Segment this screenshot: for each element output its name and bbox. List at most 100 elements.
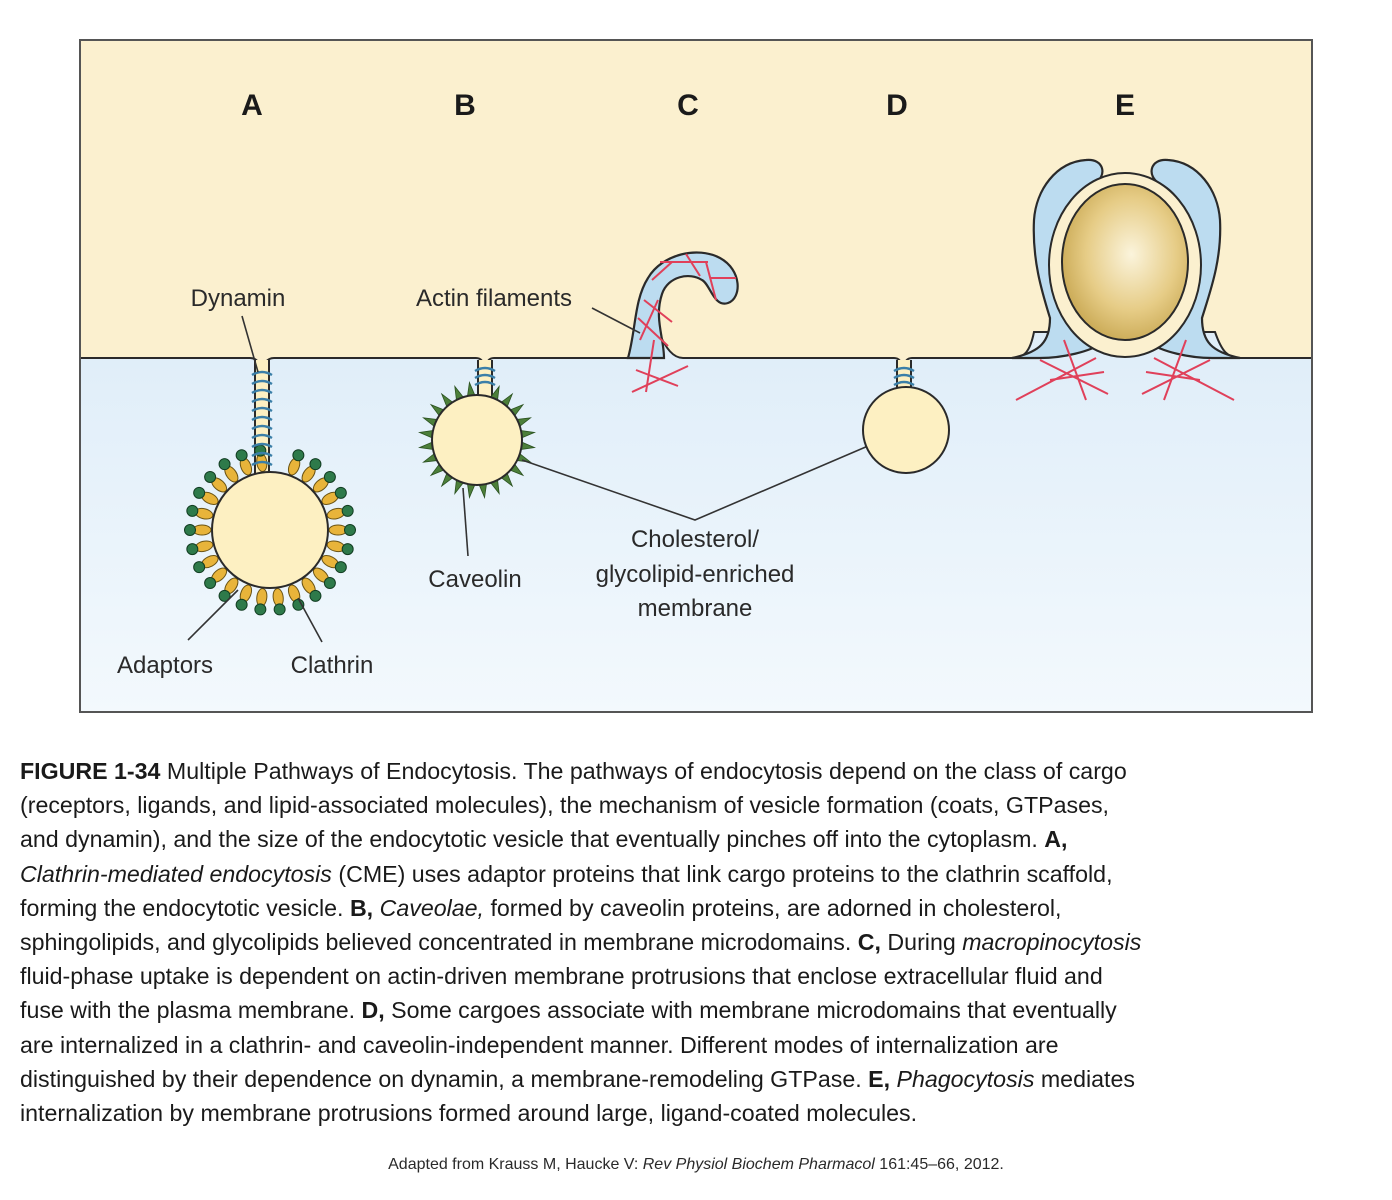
clathrin-unit bbox=[254, 603, 267, 616]
adaptors-leader-line bbox=[187, 589, 239, 641]
clathrin-leader-line bbox=[297, 597, 323, 643]
caption-run: sphingolipids, and glycolipids believed … bbox=[20, 929, 858, 956]
uncoated-vesicle bbox=[862, 386, 950, 474]
caption-run: Rev Physiol Biochem Pharmacol bbox=[642, 1156, 875, 1173]
clathrin-unit bbox=[309, 458, 322, 471]
caption-run: Some cargoes associate with membrane mic… bbox=[384, 997, 1117, 1024]
caption-run: distinguished by their dependence on dyn… bbox=[20, 1065, 869, 1092]
dynamin-ring bbox=[251, 424, 273, 431]
dynamin-ring bbox=[251, 397, 273, 404]
clathrin-unit bbox=[235, 598, 248, 611]
dynamin-ring bbox=[251, 451, 273, 458]
caption-run: A, bbox=[1044, 826, 1068, 853]
actin-filaments bbox=[631, 253, 736, 393]
caption-line: are internalized in a clathrin- and cave… bbox=[20, 1028, 1380, 1062]
clathrin-pathway bbox=[184, 315, 356, 643]
clathrin-unit bbox=[334, 486, 347, 499]
dynamin-collar bbox=[893, 366, 915, 387]
caption-run: formed by caveolin proteins, are adorned… bbox=[484, 894, 1062, 921]
caveolae-pathway bbox=[418, 360, 869, 557]
caption-run: During bbox=[880, 929, 963, 956]
caption-run: Caveolae, bbox=[379, 894, 484, 921]
caption-run: forming the endocytotic vesicle. bbox=[20, 894, 350, 921]
cholesterol-label-line-2: glycolipid-enriched bbox=[596, 561, 795, 588]
caption-run: (CME) uses adaptor proteins that link ca… bbox=[331, 860, 1113, 887]
figure-frame bbox=[79, 39, 1313, 713]
clathrin-unit bbox=[186, 543, 199, 556]
clathrin-unit bbox=[235, 449, 248, 462]
clathrin-unit bbox=[323, 470, 336, 483]
caveolar-vesicle bbox=[431, 394, 523, 486]
dynamin-collar bbox=[251, 370, 273, 467]
caption-line: Clathrin-mediated endocytosis (CME) uses… bbox=[20, 857, 1380, 891]
caption-run: Adapted from Krauss M, Haucke V: bbox=[388, 1156, 643, 1173]
clathrin-vesicle bbox=[211, 471, 329, 589]
caption-run: are internalized in a clathrin- and cave… bbox=[20, 1031, 1059, 1058]
clathrin-unit bbox=[341, 543, 354, 556]
dynamin-ring bbox=[251, 388, 273, 395]
clathrin-unit bbox=[292, 449, 305, 462]
dynamin-ring bbox=[474, 373, 496, 380]
caption-run: Clathrin-mediated endocytosis bbox=[20, 860, 332, 887]
figure-caption: FIGURE 1-34 Multiple Pathways of Endocyt… bbox=[20, 754, 1380, 1130]
caption-run: and dynamin), and the size of the endocy… bbox=[20, 826, 1045, 853]
clathrin-unit bbox=[218, 589, 231, 602]
clathrin-coat bbox=[184, 444, 356, 616]
dynamin-ring bbox=[893, 366, 915, 373]
cholesterol-label-line-1: Cholesterol/ bbox=[631, 526, 759, 553]
dynamin-collar bbox=[474, 366, 496, 387]
clathrin-label: Clathrin bbox=[291, 652, 374, 679]
caption-run: D, bbox=[361, 997, 385, 1024]
panel-letter-e: E bbox=[1115, 89, 1135, 122]
clathrin-unit bbox=[273, 603, 286, 616]
dynamin-ring bbox=[251, 415, 273, 422]
dynamin-label: Dynamin bbox=[191, 285, 286, 312]
caption-run: 161:45–66, 2012. bbox=[874, 1156, 1004, 1173]
caption-line: fluid-phase uptake is dependent on actin… bbox=[20, 959, 1380, 993]
caption-line: forming the endocytotic vesicle. B, Cave… bbox=[20, 891, 1380, 925]
dynamin-ring bbox=[474, 366, 496, 373]
caption-run: mediates bbox=[1034, 1065, 1135, 1092]
clathrin-unit bbox=[184, 524, 196, 536]
dynamin-ring bbox=[893, 380, 915, 387]
caption-run: C, bbox=[857, 929, 881, 956]
caption-run: fuse with the plasma membrane. bbox=[20, 997, 362, 1024]
clathrin-unit bbox=[341, 504, 354, 517]
dynamin-ring bbox=[474, 380, 496, 387]
clathrin-unit bbox=[186, 504, 199, 517]
caption-run: macropinocytosis bbox=[962, 929, 1142, 956]
cargo-particle bbox=[1061, 183, 1189, 341]
endocytosis-figure: A B C D E bbox=[79, 39, 1313, 713]
caption-line: internalization by membrane protrusions … bbox=[20, 1096, 1380, 1130]
clathrin-unit bbox=[193, 486, 206, 499]
caption-run: E, bbox=[868, 1065, 891, 1092]
caption-run: (receptors, ligands, and lipid-associate… bbox=[20, 792, 1109, 819]
caption-line: FIGURE 1-34 Multiple Pathways of Endocyt… bbox=[20, 754, 1380, 788]
caption-run: FIGURE 1-34 bbox=[20, 758, 161, 784]
figure-credit: Adapted from Krauss M, Haucke V: Rev Phy… bbox=[0, 1156, 1392, 1174]
clathrin-unit bbox=[204, 577, 217, 590]
adaptors-label: Adaptors bbox=[117, 652, 213, 679]
dynamin-ring bbox=[251, 406, 273, 413]
panel-letter-d: D bbox=[886, 89, 908, 122]
dynamin-leader-line bbox=[241, 315, 259, 373]
clathrin-unit bbox=[218, 458, 231, 471]
clathrin-unit bbox=[344, 524, 356, 536]
caption-run: fluid-phase uptake is dependent on actin… bbox=[20, 963, 1103, 990]
clathrin-unit bbox=[204, 470, 217, 483]
dynamin-ring bbox=[893, 373, 915, 380]
caption-line: sphingolipids, and glycolipids believed … bbox=[20, 925, 1380, 959]
caption-run: Multiple Pathways of Endocytosis. The pa… bbox=[160, 758, 1127, 784]
caption-run: Phagocytosis bbox=[896, 1065, 1035, 1092]
dynamin-ring bbox=[251, 370, 273, 377]
caveolin-leader-line bbox=[462, 487, 469, 557]
cholesterol-leader-lines bbox=[521, 445, 869, 521]
actin-leader-line bbox=[591, 307, 641, 334]
independent-pathway bbox=[862, 360, 950, 474]
clathrin-unit bbox=[334, 561, 347, 574]
caption-line: fuse with the plasma membrane. D, Some c… bbox=[20, 993, 1380, 1027]
panel-letter-a: A bbox=[241, 89, 263, 122]
dynamin-ring bbox=[251, 460, 273, 467]
caption-line: (receptors, ligands, and lipid-associate… bbox=[20, 788, 1380, 822]
panel-letter-c: C bbox=[677, 89, 699, 122]
